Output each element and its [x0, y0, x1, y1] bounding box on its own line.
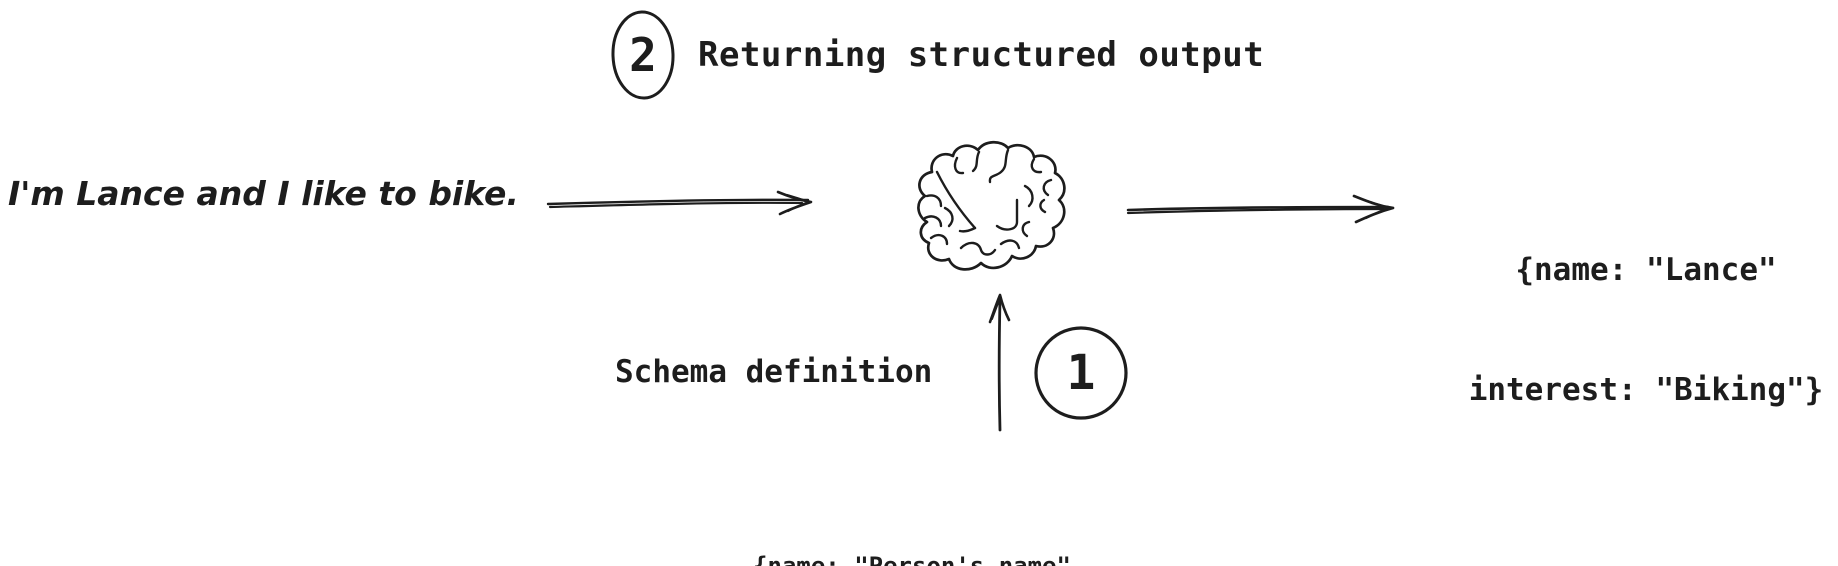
input-message-text: I'm Lance and I like to bike.: [8, 174, 519, 213]
output-json-line-2: interest: "Biking"}: [1468, 372, 1824, 408]
schema-json-line-1: {name: "Person's name": [753, 552, 1071, 566]
step-1-number: 1: [1066, 345, 1096, 401]
step-2-badge: 2: [606, 7, 680, 103]
step-1-badge: 1: [1031, 323, 1131, 423]
circle-outline-icon: [611, 10, 675, 100]
brain-icon: [917, 140, 1066, 271]
step-2-number: 2: [629, 28, 657, 82]
arrow-up-icon: [988, 293, 1011, 432]
arrow-right-icon: [1126, 194, 1395, 224]
schema-json-text: {name: "Person's name" interest: "Person…: [695, 479, 1128, 566]
circle-outline-icon: [1034, 326, 1128, 420]
output-json-text: {name: "Lance" interest: "Biking"}: [1469, 170, 1824, 490]
output-json-line-1: {name: "Lance": [1515, 252, 1777, 288]
diagram-title: Returning structured output: [698, 35, 1265, 75]
schema-definition-label: Schema definition: [615, 354, 933, 390]
arrow-right-icon: [546, 190, 813, 216]
